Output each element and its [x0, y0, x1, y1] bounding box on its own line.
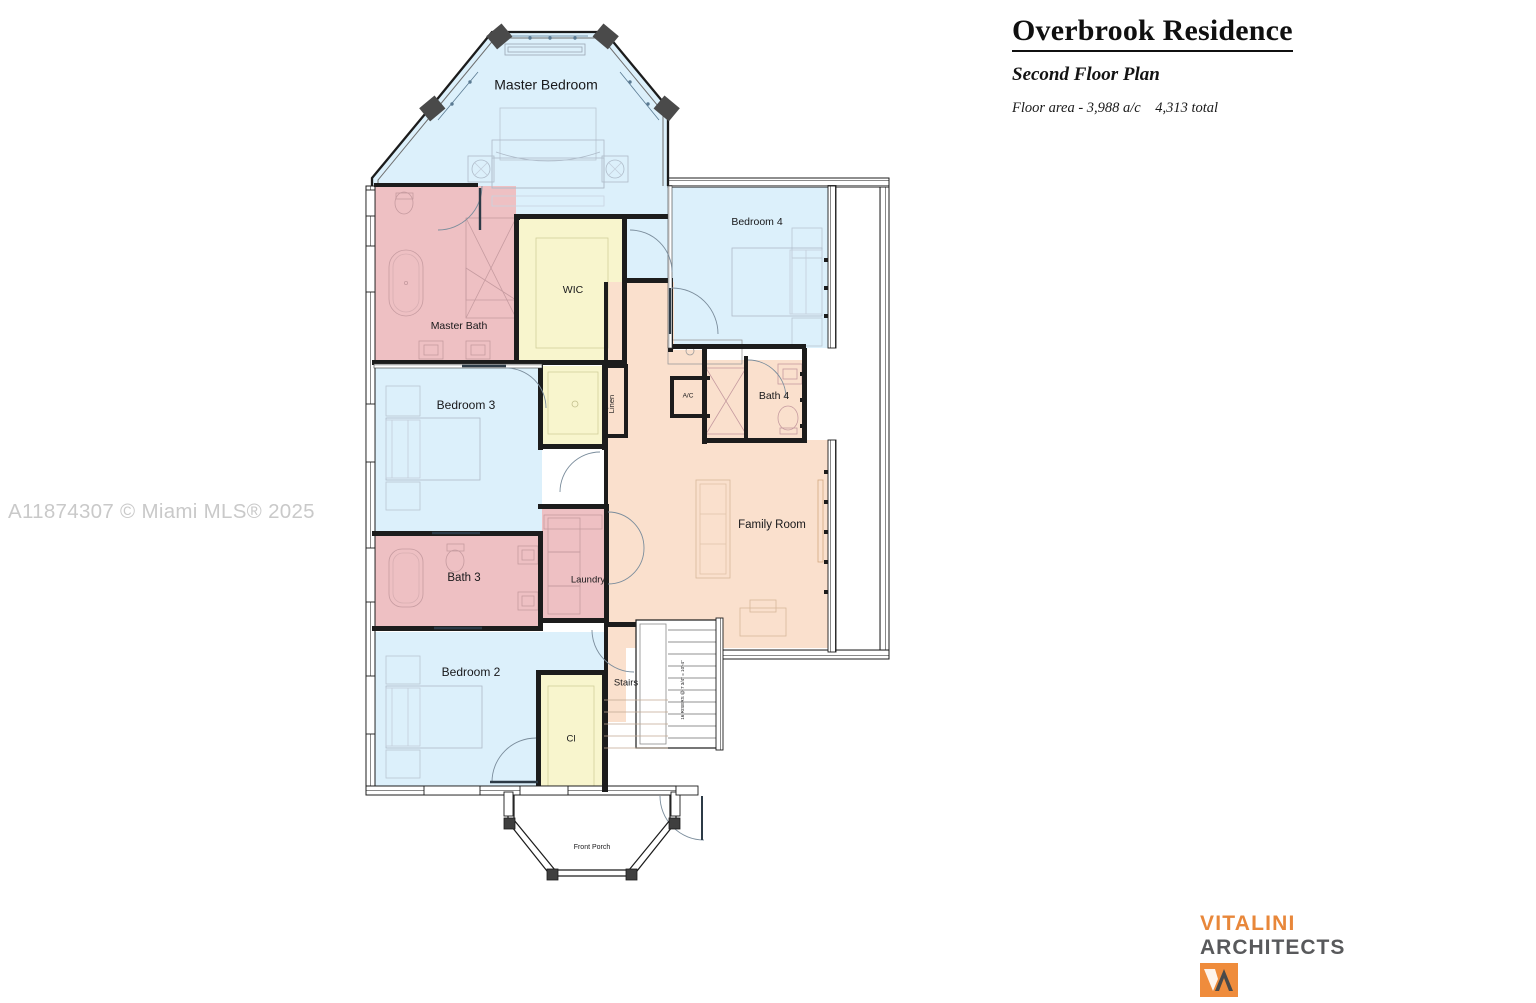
room-label-family-room: Family Room [738, 519, 806, 531]
firm-logo: VITALINI ARCHITECTS [1200, 912, 1400, 998]
plan-subtitle: Second Floor Plan [1012, 63, 1160, 85]
floor-plan-drawing: 16 RISERS @ 7 3/4" = 10'-4" Master Bedro… [365, 23, 890, 881]
room-label-ac-closet: A/C [683, 393, 694, 400]
title-block: Overbrook Residence Second Floor Plan Fl… [1012, 14, 1432, 117]
va-monogram-icon [1200, 963, 1238, 998]
room-label-bath-4: Bath 4 [759, 390, 790, 402]
plan-walls [365, 23, 890, 796]
front-porch-graphic [503, 785, 699, 881]
room-label-closet-2: Cl [567, 734, 576, 745]
room-label-bedroom-2: Bedroom 2 [442, 665, 501, 679]
room-label-laundry: Laundry [571, 575, 606, 586]
firm-name-line2: ARCHITECTS [1200, 935, 1346, 959]
stairs-graphic: 16 RISERS @ 7 3/4" = 10'-4" [604, 617, 724, 751]
room-label-linen: Linen [607, 395, 616, 413]
firm-name-line1: VITALINI [1200, 912, 1296, 935]
room-label-bedroom-3: Bedroom 3 [437, 398, 496, 412]
svg-text:16 RISERS @ 7 3/4" = 10'-4": 16 RISERS @ 7 3/4" = 10'-4" [680, 660, 685, 720]
plan-doors [432, 185, 787, 841]
floor-area-note: Floor area - 3,988 a/c 4,313 total [1012, 99, 1219, 116]
page-title: Overbrook Residence [1012, 14, 1293, 52]
room-label-master-bedroom: Master Bedroom [494, 77, 597, 93]
room-label-bedroom-4: Bedroom 4 [731, 216, 783, 228]
room-label-bath-3: Bath 3 [447, 572, 480, 584]
room-label-master-bath: Master Bath [431, 320, 488, 332]
room-label-wic: WIC [563, 284, 584, 296]
room-label-front-porch: Front Porch [574, 844, 611, 851]
room-label-stairs: Stairs [614, 678, 639, 689]
plan-fixtures [385, 43, 824, 787]
room-labels: Master Bedroom Master Bath WIC Bedroom 3… [431, 77, 806, 851]
mls-watermark: A11874307 © Miami MLS® 2025 [8, 500, 315, 523]
